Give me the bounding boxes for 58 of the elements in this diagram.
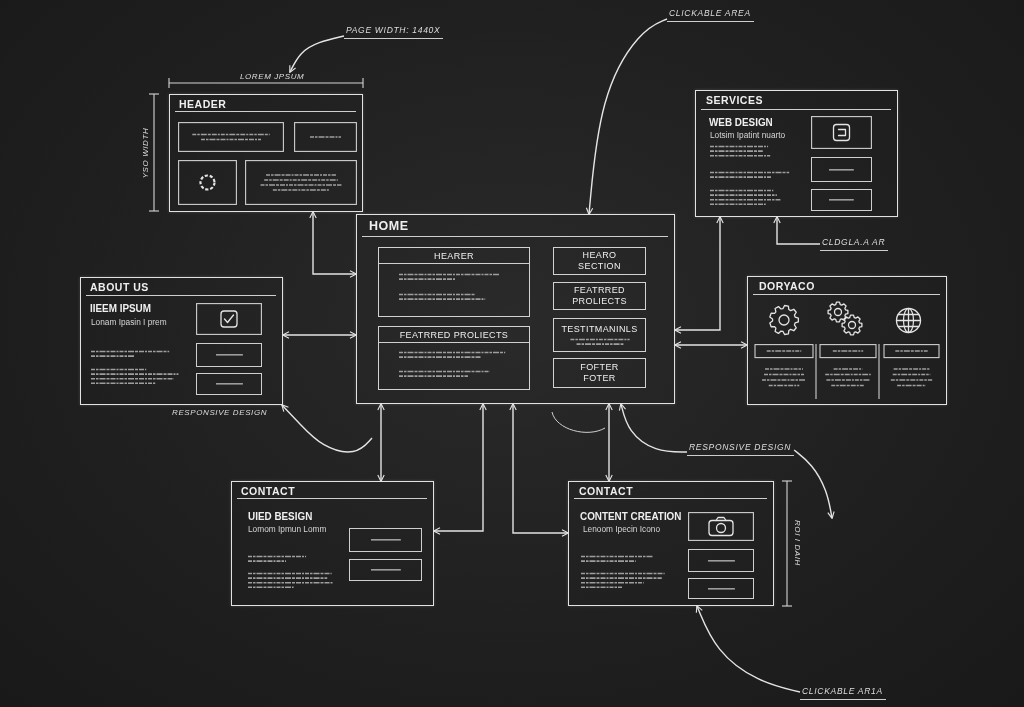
section-box [553, 318, 646, 352]
panel-subtitle: Lonam Ipasin I prem [91, 318, 167, 328]
annotation-arrow [695, 605, 801, 693]
connector-arrow [674, 341, 748, 349]
panel-title: DORYACO [759, 280, 815, 293]
panel-heading: CONTENT CREATION [580, 510, 682, 524]
annotation-arrow [585, 18, 668, 215]
annotation-label: CLICKABLE AREA [667, 7, 754, 22]
panel-title: HEADER [179, 98, 227, 111]
panel-subtitle: Lotsim Ipatint nuarto [710, 131, 786, 141]
connector-arrow [509, 403, 569, 537]
section-box [378, 247, 530, 317]
section-label: FEATRRED PROLIECTS [571, 285, 628, 307]
wireframe-panel [169, 94, 363, 212]
panel-title: SERVICES [706, 94, 763, 107]
dimension-label: ROI I DAIH [792, 520, 802, 566]
connector-arrow [773, 216, 821, 245]
connector-arrow [309, 211, 357, 278]
section-label: HEARO SECTION [577, 250, 622, 272]
annotation-arrow [793, 449, 835, 519]
section-label: FOFTER FOTER [579, 362, 620, 384]
section-label: TESTITMANINLS [561, 324, 638, 336]
connector-arrow [282, 331, 357, 339]
panel-subtitle: Lenoom Ipecin Icono [583, 525, 661, 535]
connector-arrow [377, 403, 385, 482]
annotation-label: RESPONSIVE DESIGN [687, 441, 795, 456]
section-box [553, 247, 646, 275]
section-box [553, 358, 646, 388]
panel-subtitle: Lomom Ipmun Lomm [248, 525, 327, 535]
section-box [378, 326, 530, 390]
annotation-label: CLDGLA.A AR [820, 236, 889, 251]
panel-heading: WEB DESIGN [709, 116, 773, 130]
annotation-arrow [618, 403, 688, 453]
panel-title: CONTACT [579, 485, 634, 498]
annotation-arrow [281, 404, 373, 453]
wireframe-panel [695, 90, 898, 217]
section-box [553, 282, 646, 310]
section-title: HEARER [434, 251, 474, 262]
wireframe-panel [80, 277, 283, 405]
connector-arrow [433, 403, 487, 535]
panel-heading: IIEEM IPSUM [90, 302, 151, 316]
connector-arrow [674, 216, 724, 334]
wireframe-panel [568, 481, 774, 606]
panel-title: ABOUT US [90, 281, 149, 294]
dimension-label: YSO WIDTH [141, 127, 151, 179]
section-title: FEATRRED PROLIECTS [399, 330, 509, 341]
wireframe-panel [231, 481, 434, 606]
panel-title: HOME [369, 219, 409, 234]
wireframe-panel [747, 276, 947, 405]
panel-heading: UIED BESIGN [248, 510, 313, 524]
wireframe-panel [356, 214, 675, 404]
annotation-label: CLICKABLE AR1A [800, 685, 886, 700]
annotation-arrow [289, 35, 345, 73]
dimension-label: LOREM JPSUM [240, 72, 305, 82]
annotation-label: RESPONSIVE DESIGN [172, 408, 268, 418]
panel-title: CONTACT [241, 485, 296, 498]
annotation-label: PAGE WIDTH: 1440X [344, 24, 444, 39]
connector-arrow [605, 403, 613, 482]
